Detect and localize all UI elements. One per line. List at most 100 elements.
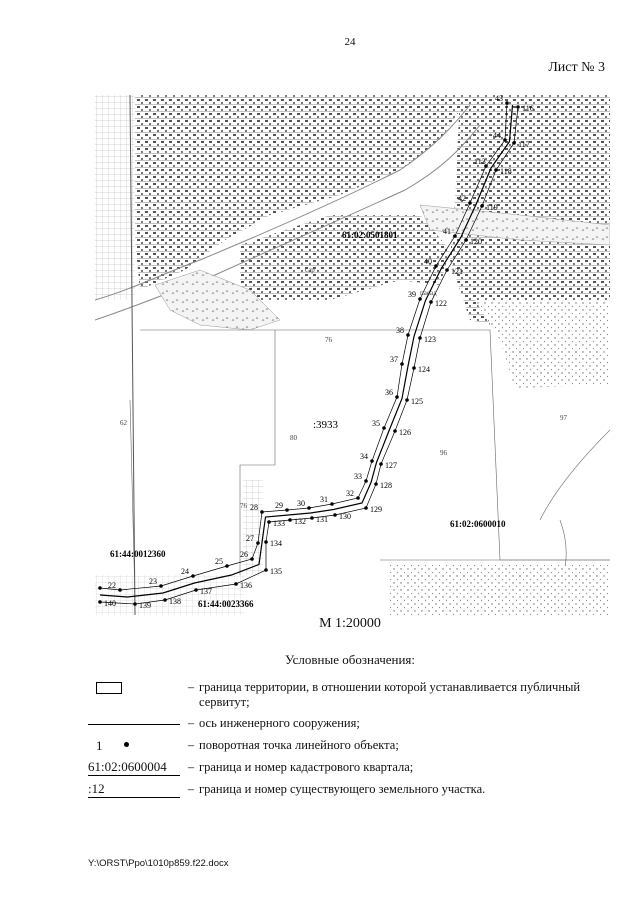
svg-text:96: 96 [440,449,448,457]
quarter-code-symbol: 61:02:0600004 [88,759,180,776]
legend-item-quarter: 61:02:0600004 – граница и номер кадастро… [88,759,618,776]
turning-point-129 [364,506,368,510]
point-label-124: 124 [418,365,430,374]
point-label-125: 125 [411,397,423,406]
turning-point-24 [191,574,195,578]
point-label-38: 38 [396,326,404,335]
point-label-118: 118 [500,167,512,176]
point-label-32: 32 [346,489,354,498]
point-label-126: 126 [399,428,411,437]
turning-point-135 [264,568,268,572]
turning-point-120 [464,238,468,242]
quarter-label-0501801: 61:02:0501801 [342,230,398,240]
point-label-26: 26 [240,550,248,559]
legend-item-boundary: – граница территории, в отношении которо… [88,680,618,710]
point-label-34: 34 [360,452,368,461]
point-label-138: 138 [169,597,181,606]
legend-item-point: 1 – поворотная точка линейного объекта; [88,738,618,754]
point-label-33: 33 [354,472,362,481]
svg-text:76: 76 [325,336,333,344]
quarter-label-0023366: 61:44:0023366 [198,599,254,609]
legend-text: граница и номер существующего земельного… [199,782,486,796]
point-label-123: 123 [424,335,436,344]
turning-point-125 [405,398,409,402]
point-label-130: 130 [339,512,351,521]
point-label-129: 129 [370,505,382,514]
legend-text: поворотная точка линейного объекта; [199,738,399,752]
turning-point-131 [310,516,314,520]
point-label-119: 119 [486,203,498,212]
turning-point-23 [159,584,163,588]
point-label-29: 29 [275,501,283,510]
turning-point-124 [412,366,416,370]
turning-point-28 [260,510,264,514]
quarter-label-0012360: 61:44:0012360 [110,549,166,559]
point-label-35: 35 [372,419,380,428]
point-label-21: 21 [95,579,96,588]
legend: – граница территории, в отношении которо… [88,680,618,804]
point-label-23: 23 [149,577,157,586]
point-label-132: 132 [294,517,306,526]
page-number: 24 [344,36,356,48]
turning-point-128 [374,482,378,486]
turning-point-30 [307,506,311,510]
file-path-footer: Y:\ORST\Ppo\1010p859.f22.docx [88,858,229,869]
turning-point-41 [453,234,457,238]
point-label-36: 36 [385,388,393,397]
boundary-rect-symbol [96,682,122,694]
point-label-25: 25 [215,557,223,566]
point-label-27: 27 [246,534,254,543]
point-label-139: 139 [139,601,151,610]
svg-text:пасад: пасад [420,289,437,297]
point-label-136: 136 [240,581,252,590]
turning-point-36 [395,395,399,399]
legend-item-axis: – ось инженерного сооружения; [88,716,618,732]
turning-point-29 [285,508,289,512]
svg-text:80: 80 [290,434,298,442]
point-dot-symbol [124,742,129,747]
point-label-31: 31 [320,495,328,504]
point-label-137: 137 [200,587,212,596]
lower-zones [95,480,610,615]
turning-point-31 [330,502,334,506]
parcel-code-symbol: :12 [88,781,180,798]
turning-point-35 [382,426,386,430]
river-corridor [95,104,610,331]
legend-text: граница территории, в отношении которой … [199,680,581,709]
quarter-label-0600010: 61:02:0600010 [450,519,506,529]
turning-point-134 [264,540,268,544]
turning-point-123 [418,336,422,340]
svg-text:сар: сар [305,266,315,274]
turning-point-139 [133,602,137,606]
turning-point-21 [98,586,102,590]
turning-point-122 [429,300,433,304]
turning-point-137 [194,588,198,592]
point-label-42: 42 [458,194,466,203]
point-label-41: 41 [443,227,451,236]
point-label-44: 44 [493,131,501,140]
axis-line-symbol [88,724,180,725]
parcel-label-3933: :3933 [313,419,339,431]
point-label-135: 135 [270,567,282,576]
point-label-140: 140 [104,599,116,608]
legend-text: граница и номер кадастрового квартала; [199,760,414,774]
turning-point-34 [370,459,374,463]
turning-point-33 [364,479,368,483]
svg-text:76: 76 [240,502,248,510]
point-label-127: 127 [385,461,397,470]
turning-point-25 [225,564,229,568]
turning-point-117 [512,141,516,145]
turning-point-40 [434,264,438,268]
turning-point-132 [288,518,292,522]
point-label-120: 120 [470,237,482,246]
legend-title: Условные обозначения: [284,652,416,667]
turning-point-116 [516,105,520,109]
turning-point-113 [484,164,488,168]
map-scale: М 1:20000 [319,616,381,631]
turning-point-26 [250,557,254,561]
point-label-28: 28 [250,503,258,512]
turning-point-136 [234,582,238,586]
turning-point-38 [406,333,410,337]
point-label-131: 131 [316,515,328,524]
point-label-39: 39 [408,290,416,299]
